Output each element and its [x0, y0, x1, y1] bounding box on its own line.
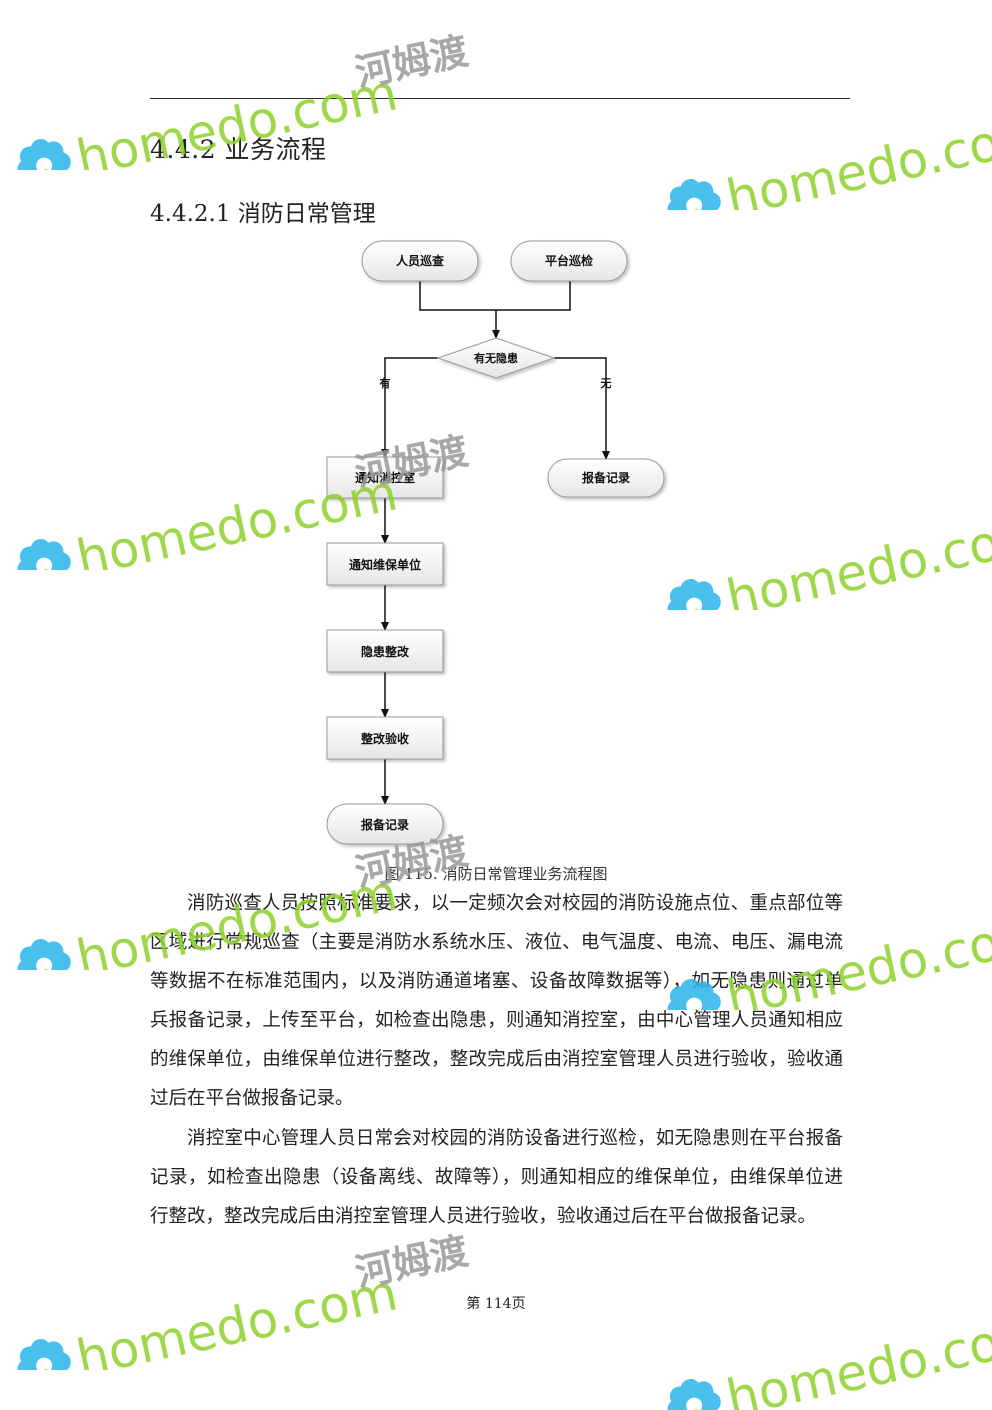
- body-paragraph-2: 消控室中心管理人员日常会对校园的消防设备进行巡检，如无隐患则在平台报备记录，如检…: [150, 1128, 843, 1227]
- business-flowchart: 人员巡查 平台巡检 有无隐患 有 无 通知消控室 通知维保单位 隐患整改 整改验…: [326, 240, 665, 845]
- node-rectify: 隐患整改: [326, 629, 444, 673]
- node-personnel-patrol: 人员巡查: [361, 240, 479, 282]
- branch-yes-label: 有: [380, 376, 391, 390]
- connector-personnel-to-merge: [419, 281, 496, 311]
- branch-no-label: 无: [600, 377, 612, 390]
- watermark-brand-text: homedo.com: [72, 1263, 403, 1370]
- connector-decision-no: [554, 357, 610, 460]
- watermark-chinese-text: 河姆渡: [351, 1229, 472, 1296]
- node-acceptance: 整改验收: [326, 716, 444, 760]
- connector-decision-yes: [381, 357, 438, 458]
- flower-icon: [17, 938, 71, 970]
- node-acceptance-label: 整改验收: [360, 731, 409, 746]
- node-notify-control-room: 通知消控室: [326, 456, 444, 499]
- node-record-no-hazard: 报备记录: [547, 458, 665, 498]
- subsection-heading: 4.4.2.1 消防日常管理: [150, 201, 376, 227]
- node-notify-maintenance: 通知维保单位: [326, 542, 444, 586]
- node-record-end: 报备记录: [326, 803, 444, 845]
- node-platform-patrol-label: 平台巡检: [545, 253, 593, 268]
- node-notify-maintenance-label: 通知维保单位: [349, 557, 421, 572]
- watermark-brand-text: homedo.com: [722, 1303, 992, 1410]
- node-record-end-label: 报备记录: [361, 817, 409, 832]
- flower-icon: [667, 1378, 721, 1410]
- header-rule: [150, 98, 850, 99]
- node-record-no-hazard-label: 报备记录: [582, 470, 630, 485]
- body-paragraph-1: 消防巡查人员按照标准要求，以一定频次会对校园的消防设施点位、重点部位等区域进行常…: [150, 893, 843, 1109]
- figure-caption: 图 115. 消防日常管理业务流程图: [384, 865, 608, 883]
- section-heading: 4.4.2 业务流程: [150, 135, 327, 164]
- page-number: 第 114页: [466, 1296, 526, 1312]
- connectors: [381, 281, 610, 805]
- node-rectify-label: 隐患整改: [361, 644, 410, 659]
- decision-hazard: 有无隐患: [436, 337, 556, 379]
- connector-platform-to-merge: [496, 281, 571, 311]
- flower-icon: [17, 1338, 71, 1370]
- watermark-logo: homedo.com: [667, 1303, 992, 1410]
- node-personnel-patrol-label: 人员巡查: [396, 253, 445, 268]
- node-platform-patrol: 平台巡检: [510, 240, 628, 282]
- decision-hazard-label: 有无隐患: [474, 351, 518, 365]
- node-notify-control-room-label: 通知消控室: [355, 470, 415, 485]
